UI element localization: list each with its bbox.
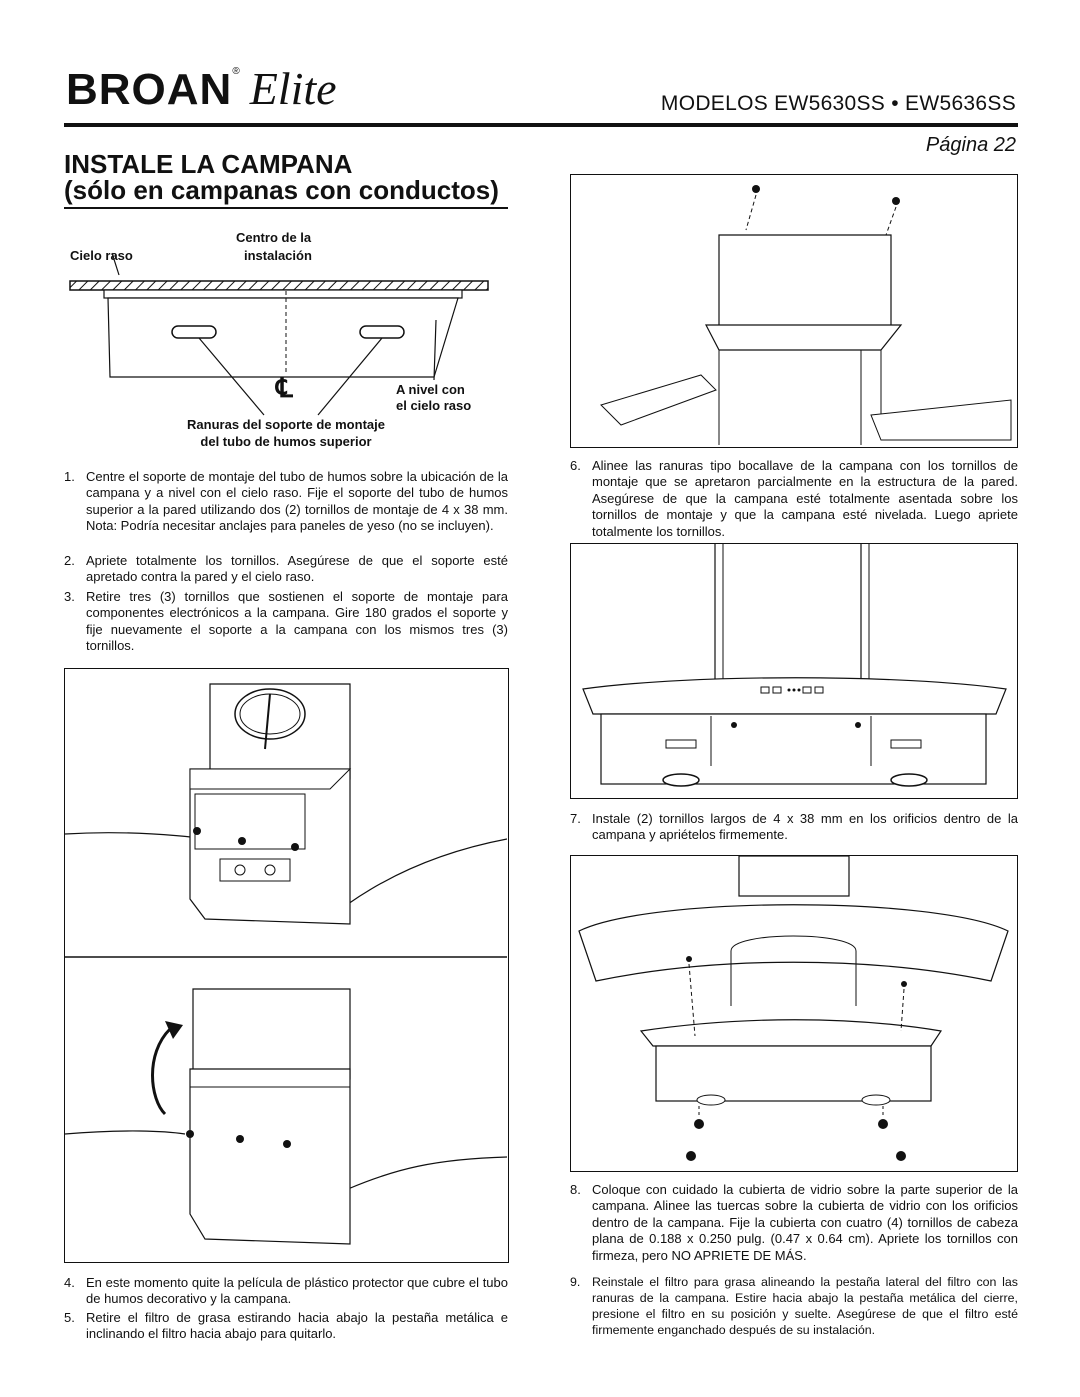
section-subtitle: (sólo en campanas con conductos): [64, 175, 499, 205]
label-slots-2: del tubo de humos superior: [200, 434, 372, 449]
hood-mount-drawing: [600, 185, 1012, 445]
step-number: 2.: [64, 553, 75, 568]
title-rule: [64, 207, 508, 209]
step-6: 6. Alinee las ranuras tipo bocallave de …: [570, 458, 1018, 540]
step-number: 5.: [64, 1310, 75, 1325]
glass-cover-drawing: [578, 856, 1009, 1161]
step-text: Instale (2) tornillos largos de 4 x 38 m…: [592, 811, 1018, 843]
figure-hood-mount: [570, 174, 1018, 448]
step-2: 2. Apriete totalmente los tornillos. Ase…: [64, 553, 508, 586]
label-center-2: instalación: [244, 248, 312, 263]
step-1: 1. Centre el soporte de montaje del tubo…: [64, 469, 508, 535]
label-center: Centro de la: [236, 230, 312, 245]
step-text: Alinee las ranuras tipo bocallave de la …: [592, 458, 1018, 539]
figure-ceiling-bracket: Centro de la instalación Cielo raso ℄ A …: [64, 225, 508, 455]
brand-script: Elite: [249, 63, 337, 114]
label-ceiling: Cielo raso: [70, 248, 133, 263]
label-slots: Ranuras del soporte de montaje: [187, 417, 385, 432]
models-heading: MODELOS EW5630SS • EW5636SS: [660, 92, 1016, 115]
page-number: Página 22: [925, 134, 1016, 156]
step-text: En este momento quite la película de plá…: [86, 1275, 508, 1307]
step-text: Reinstale el filtro para grasa alineando…: [592, 1275, 1018, 1337]
figure-hood-screws: [570, 543, 1018, 799]
step-text: Retire el filtro de grasa estirando haci…: [86, 1310, 508, 1342]
step-number: 7.: [570, 811, 581, 826]
header-rule: [64, 123, 1018, 127]
step-number: 6.: [570, 458, 581, 473]
step-text: Coloque con cuidado la cubierta de vidri…: [592, 1182, 1018, 1263]
step-text: Retire tres (3) tornillos que sostienen …: [86, 589, 508, 654]
brand-main: BROAN: [66, 65, 233, 114]
brand-logo: BROAN® Elite: [66, 62, 337, 115]
ceiling-bracket-drawing: [69, 252, 489, 416]
label-level-2: el cielo raso: [396, 398, 472, 413]
step-3: 3. Retire tres (3) tornillos que sostien…: [64, 589, 508, 655]
hood-bracket-drawing: [65, 683, 507, 1245]
step-number: 1.: [64, 469, 75, 484]
step-number: 8.: [570, 1182, 581, 1197]
step-number: 9.: [570, 1275, 581, 1289]
step-text: Centre el soporte de montaje del tubo de…: [86, 469, 508, 534]
hood-screws-drawing: [582, 544, 1007, 787]
label-level: A nivel con: [396, 382, 465, 397]
step-text: Apriete totalmente los tornillos. Asegúr…: [86, 553, 508, 585]
step-7: 7. Instale (2) tornillos largos de 4 x 3…: [570, 811, 1018, 844]
step-8: 8. Coloque con cuidado la cubierta de vi…: [570, 1182, 1018, 1264]
figure-glass-cover: [570, 855, 1018, 1172]
step-number: 3.: [64, 589, 75, 604]
figure-hood-bracket: [64, 668, 509, 1263]
step-4: 4. En este momento quite la película de …: [64, 1275, 508, 1308]
centerline-symbol: ℄: [276, 373, 293, 403]
section-title: INSTALE LA CAMPANA: [64, 149, 353, 179]
step-9: 9. Reinstale el filtro para grasa alinea…: [570, 1274, 1018, 1338]
step-number: 4.: [64, 1275, 75, 1290]
step-5: 5. Retire el filtro de grasa estirando h…: [64, 1310, 508, 1343]
brand-registered: ®: [232, 66, 240, 77]
